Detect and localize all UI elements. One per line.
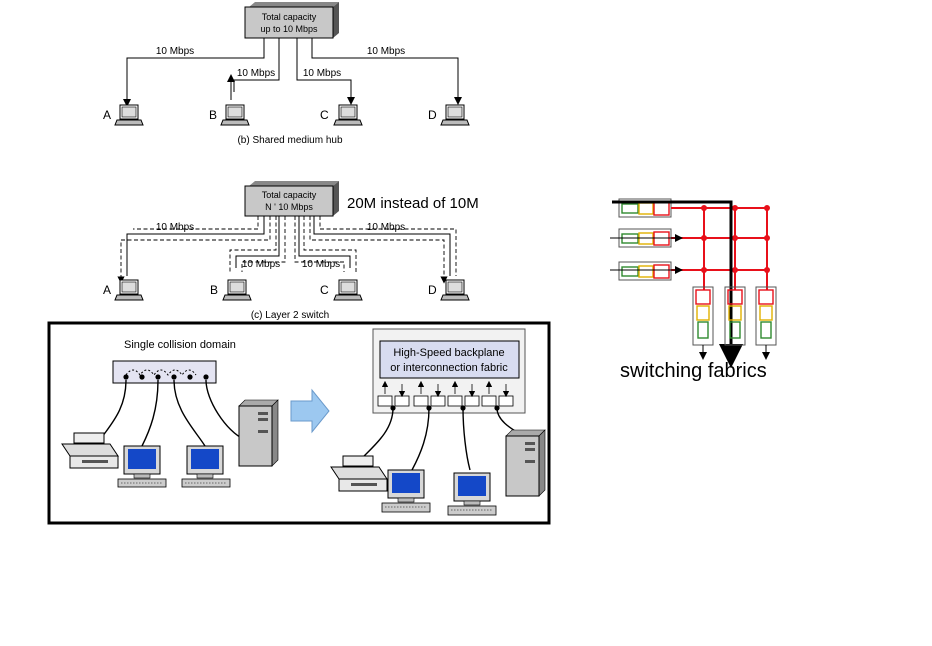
switch-note: 20M instead of 10M (347, 195, 479, 212)
hub-caption: (b) Shared medium hub (237, 135, 342, 146)
crossbar-switch-fabric: switching fabrics (610, 198, 777, 382)
hub-node-b: B (209, 108, 217, 122)
hub-link-b-label: 10 Mbps (237, 68, 275, 79)
switch-link-b (235, 216, 280, 268)
input-arrows (610, 234, 683, 274)
crosspoint-dots (701, 205, 770, 273)
laptop-icon (440, 279, 470, 301)
server-tower-icon (505, 429, 546, 497)
laptop-icon (333, 279, 363, 301)
crossbar-lines (671, 207, 768, 290)
hub-link-b (233, 38, 280, 92)
laptop-icon (114, 104, 144, 126)
switch-links (126, 216, 451, 276)
shared-hub-diagram: Total capacity up to 10 Mbps 10 Mbps 10 … (103, 2, 470, 146)
switch-caption: (c) Layer 2 switch (251, 310, 329, 321)
output-arrows (699, 345, 770, 360)
laptop-icon (222, 279, 252, 301)
workstation-icon (181, 445, 231, 488)
switch-capacity-line2: N ' 10 Mbps (265, 202, 313, 212)
hub-link-d (311, 38, 462, 105)
hub-node-c: C (320, 108, 329, 122)
hub-link-d-label: 10 Mbps (367, 46, 405, 57)
switch-link-c-label: 10 Mbps (302, 259, 340, 270)
switch-link-c (298, 216, 351, 268)
backplane-line2: or interconnection fabric (390, 362, 508, 374)
workstation-icon (117, 445, 167, 488)
printer-icon (330, 455, 388, 492)
hub-links (123, 38, 462, 107)
switch-box: Total capacity N ' 10 Mbps (244, 181, 339, 217)
hub-link-a (123, 38, 265, 107)
switch-link-a (126, 216, 265, 276)
port-arrows (381, 380, 510, 398)
server-tower-icon (238, 399, 279, 467)
hub-node-d: D (428, 108, 437, 122)
switch-link-d-label: 10 Mbps (367, 222, 405, 233)
hub-link-c-label: 10 Mbps (303, 68, 341, 79)
layer2-switch-diagram: Total capacity N ' 10 Mbps 20M instead o… (103, 181, 479, 321)
hub-capacity-line1: Total capacity (262, 12, 317, 22)
hub-link-c (296, 38, 355, 105)
hub-link-a-label: 10 Mbps (156, 46, 194, 57)
workstation-icon (447, 472, 497, 516)
switch-node-d: D (428, 283, 437, 297)
hub-box: Total capacity up to 10 Mbps (244, 2, 339, 39)
switch-capacity-line1: Total capacity (262, 190, 317, 200)
laptop-icon (220, 104, 250, 126)
backplane-line1: High-Speed backplane (393, 347, 504, 359)
collision-domain-label: Single collision domain (124, 339, 236, 351)
workstation-icon (381, 469, 431, 513)
output-port-1 (692, 286, 714, 346)
switch-link-a-label: 10 Mbps (156, 222, 194, 233)
hub-node-a: A (103, 108, 111, 122)
output-port-2 (724, 286, 746, 346)
input-port-3 (618, 261, 672, 281)
laptop-icon (114, 279, 144, 301)
hub-capacity-line2: up to 10 Mbps (260, 24, 318, 34)
printer-icon (61, 432, 119, 469)
switch-node-b: B (210, 283, 218, 297)
switch-link-b-label: 10 Mbps (242, 259, 280, 270)
switch-node-c: C (320, 283, 329, 297)
switch-dashed-paths (117, 216, 457, 284)
laptop-icon (440, 104, 470, 126)
backplane-box (379, 340, 520, 379)
output-port-3 (755, 286, 777, 346)
laptop-icon (333, 104, 363, 126)
transition-arrow-icon (290, 388, 330, 434)
hub-device (112, 360, 217, 384)
fabric-label: switching fabrics (620, 360, 767, 382)
switch-link-d (313, 216, 451, 276)
switch-node-a: A (103, 283, 111, 297)
network-comparison-panel: Single collision domain (47, 321, 551, 525)
